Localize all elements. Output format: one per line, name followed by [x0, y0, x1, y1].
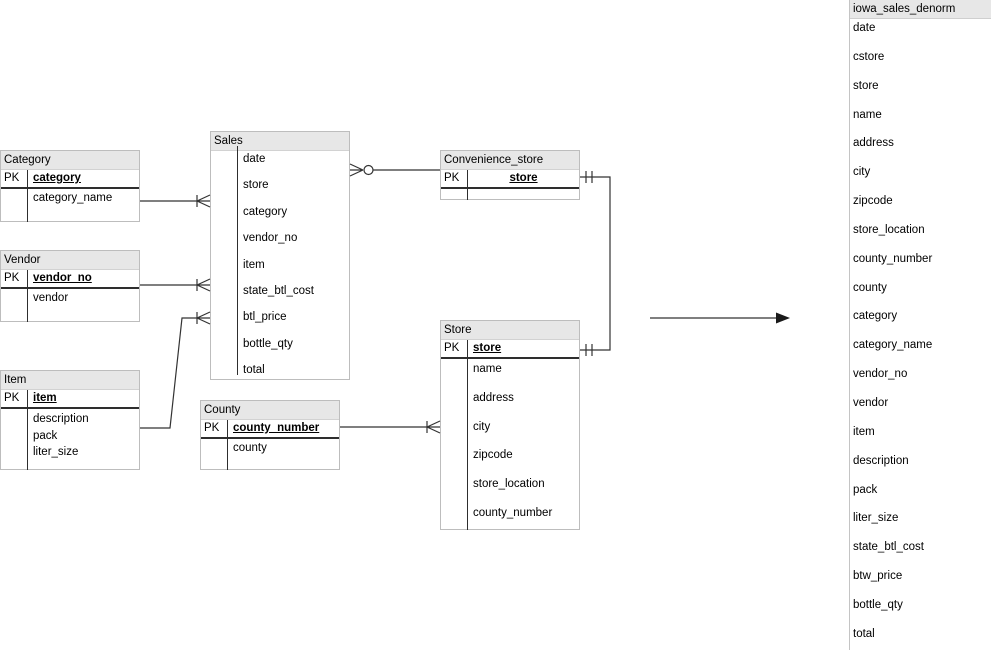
- crowsfoot-many-icon: [196, 194, 211, 208]
- pk-column-divider: [467, 170, 468, 200]
- denorm-field: btw_price: [853, 570, 903, 583]
- entity-store: Store PK store name address city zipcode…: [440, 320, 580, 530]
- denorm-field: liter_size: [853, 512, 899, 525]
- denorm-field: county_number: [853, 252, 933, 265]
- pk-column-divider: [467, 340, 468, 530]
- entity-field: zipcode: [473, 449, 513, 462]
- denorm-field: address: [853, 137, 894, 150]
- denorm-field: cstore: [853, 50, 885, 63]
- entity-title: Category: [1, 151, 139, 170]
- entity-field: vendor_no: [243, 232, 298, 245]
- relationship-category-sales: [140, 194, 211, 208]
- entity-field: description: [33, 413, 89, 425]
- pk-column-divider: [27, 390, 28, 470]
- pk-column-divider: [227, 420, 228, 470]
- pk-row: PK item: [1, 390, 139, 409]
- entity-convenience-store: Convenience_store PK store: [440, 150, 580, 200]
- zero-circle-icon: [363, 164, 374, 176]
- denorm-field: city: [853, 166, 871, 179]
- entity-title: Vendor: [1, 251, 139, 270]
- arrowhead-icon: [776, 312, 790, 324]
- entity-field: category_name: [33, 192, 113, 204]
- denorm-field: item: [853, 425, 875, 438]
- denorm-field: state_btl_cost: [853, 541, 924, 554]
- pk-label: PK: [444, 172, 460, 184]
- pk-label: PK: [4, 392, 20, 404]
- entity-title: Convenience_store: [441, 151, 579, 170]
- pk-value: vendor_no: [33, 272, 92, 284]
- entity-field: state_btl_cost: [243, 285, 314, 298]
- pk-label: PK: [204, 422, 220, 434]
- denorm-field: total: [853, 627, 875, 640]
- entity-vendor: Vendor PK vendor_no vendor: [0, 250, 140, 322]
- denorm-field: category_name: [853, 339, 933, 352]
- pk-column-divider: [27, 270, 28, 322]
- denorm-field: vendor: [853, 396, 889, 409]
- denorm-field: store: [853, 79, 879, 92]
- denorm-field: zipcode: [853, 195, 893, 208]
- entity-field: county_number: [473, 506, 553, 519]
- pk-value: store: [509, 172, 538, 184]
- entity-field: date: [243, 153, 266, 165]
- crowsfoot-many-icon: [196, 278, 211, 292]
- denorm-panel: iowa_sales_denorm date cstore store name…: [849, 0, 991, 650]
- pk-label: PK: [444, 342, 460, 354]
- entity-field: pack: [33, 429, 58, 442]
- entity-field: total: [243, 364, 265, 375]
- pk-column-divider: [27, 170, 28, 222]
- entity-title: Store: [441, 321, 579, 340]
- pk-value: store: [473, 342, 502, 354]
- entity-field: county: [233, 442, 267, 454]
- denorm-field: store_location: [853, 223, 925, 236]
- entity-field: category: [243, 205, 288, 218]
- entity-field: address: [473, 391, 514, 404]
- entity-field: btl_price: [243, 311, 287, 324]
- entity-title: Sales: [211, 132, 349, 151]
- entity-field: name: [473, 363, 502, 375]
- pk-row: PK vendor_no: [1, 270, 139, 289]
- pk-value: county_number: [233, 422, 320, 434]
- entity-field: liter_size: [33, 446, 79, 459]
- denorm-field: date: [853, 22, 876, 34]
- entity-field: city: [473, 420, 491, 433]
- entity-field: store: [243, 179, 269, 192]
- pk-column-divider: [237, 146, 238, 375]
- entity-county: County PK county_number county: [200, 400, 340, 470]
- entity-title: County: [201, 401, 339, 420]
- entity-category: Category PK category category_name: [0, 150, 140, 222]
- relationship-vendor-sales: [140, 278, 211, 292]
- relationship-county-store: [340, 420, 441, 434]
- one-and-only-one-ticks: [585, 171, 593, 183]
- denorm-field: vendor_no: [853, 368, 908, 381]
- entity-field: vendor: [33, 292, 69, 304]
- pk-row: PK category: [1, 170, 139, 189]
- denorm-title: iowa_sales_denorm: [850, 0, 991, 19]
- relationship-sales-convenience-store: [349, 163, 440, 177]
- denormalize-arrow: [650, 312, 790, 324]
- entity-field: item: [243, 258, 265, 271]
- denorm-field: pack: [853, 483, 878, 496]
- pk-value: category: [33, 172, 81, 184]
- one-and-only-one-ticks: [585, 344, 593, 356]
- pk-value: item: [33, 392, 57, 404]
- crowsfoot-many-icon: [196, 311, 211, 325]
- relationship-convenience-store-store: [580, 171, 611, 356]
- denorm-field: name: [853, 108, 882, 121]
- pk-row: PK store: [441, 170, 579, 189]
- entity-sales: Sales date store category vendor_no item…: [210, 131, 350, 380]
- denorm-field: county: [853, 281, 887, 294]
- entity-item: Item PK item description pack liter_size: [0, 370, 140, 470]
- entity-field: store_location: [473, 478, 545, 491]
- pk-label: PK: [4, 172, 20, 184]
- denorm-field: bottle_qty: [853, 598, 903, 611]
- pk-row: PK county_number: [201, 420, 339, 439]
- denorm-field: description: [853, 454, 909, 467]
- crowsfoot-many-icon: [426, 420, 441, 434]
- pk-row: PK store: [441, 340, 579, 359]
- denorm-field: category: [853, 310, 898, 323]
- pk-label: PK: [4, 272, 20, 284]
- crowsfoot-many-icon: [349, 163, 364, 177]
- entity-title: Item: [1, 371, 139, 390]
- entity-field: bottle_qty: [243, 337, 293, 350]
